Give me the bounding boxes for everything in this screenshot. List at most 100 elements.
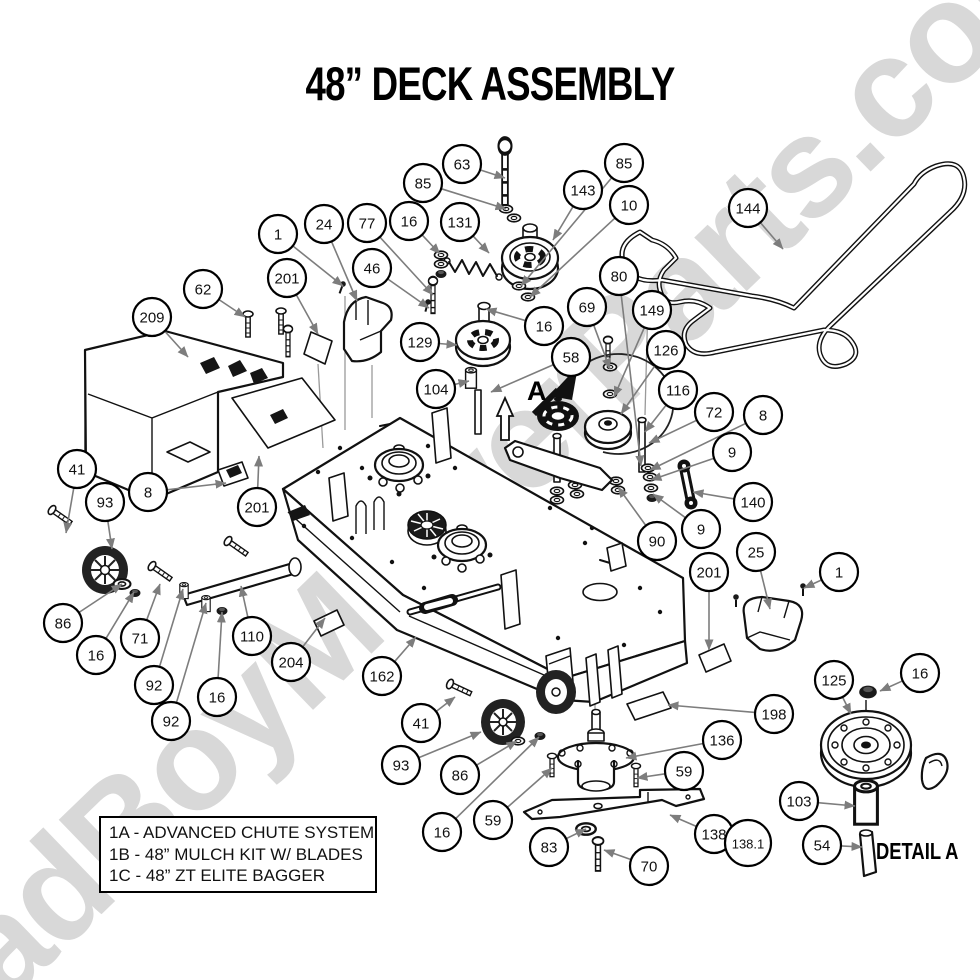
svg-text:140: 140	[740, 495, 765, 512]
svg-text:71: 71	[132, 631, 149, 648]
callout-198: 198	[753, 693, 795, 735]
leader-line-204	[301, 617, 326, 648]
leader-line-63	[479, 169, 506, 180]
leader-line-46	[387, 278, 430, 309]
callout-85: 85	[603, 142, 645, 184]
leader-line-125	[841, 696, 852, 715]
leader-line-24	[330, 241, 358, 302]
callout-25: 25	[735, 531, 777, 573]
leader-line-116	[644, 404, 667, 433]
callout-138: 138	[693, 813, 735, 855]
svg-text:138: 138	[701, 827, 726, 844]
svg-text:59: 59	[676, 764, 693, 781]
leader-line-16	[216, 611, 226, 679]
callout-70: 70	[628, 845, 670, 887]
svg-text:46: 46	[364, 261, 381, 278]
detail-a-assembly	[819, 685, 949, 878]
callout-41: 41	[56, 448, 98, 490]
svg-text:1: 1	[835, 565, 843, 582]
leader-line-92	[175, 602, 208, 704]
callout-116: 116	[657, 369, 699, 411]
callout-86: 86	[42, 602, 84, 644]
callout-54: 54	[801, 824, 843, 866]
svg-text:131: 131	[447, 215, 472, 232]
leader-line-129	[438, 339, 458, 349]
callout-63: 63	[441, 143, 483, 185]
svg-text:59: 59	[485, 813, 502, 830]
callout-104: 104	[415, 368, 457, 410]
chute-mount-plate	[231, 307, 336, 449]
svg-text:86: 86	[55, 616, 72, 633]
callout-9: 9	[711, 431, 753, 473]
callout-209: 209	[131, 296, 173, 338]
spindle-pulley-left	[367, 444, 431, 497]
callout-136: 136	[701, 719, 743, 761]
svg-text:92: 92	[146, 678, 163, 695]
svg-text:8: 8	[144, 485, 152, 502]
leader-line-16	[105, 591, 135, 640]
svg-text:201: 201	[274, 271, 299, 288]
leader-line-1	[803, 579, 823, 589]
spindle-assembly	[546, 708, 642, 792]
svg-text:24: 24	[316, 217, 333, 234]
svg-text:143: 143	[570, 183, 595, 200]
callout-80: 80	[598, 255, 640, 297]
callout-16: 16	[75, 634, 117, 676]
clutch-pulley	[499, 138, 560, 302]
svg-text:41: 41	[413, 716, 430, 733]
leader-line-16	[485, 307, 527, 322]
callout-16: 16	[899, 652, 941, 694]
svg-text:116: 116	[666, 383, 690, 400]
svg-text:8: 8	[759, 408, 767, 425]
callout-1: 1	[257, 213, 299, 255]
belt-cover	[732, 582, 807, 652]
callout-83: 83	[528, 826, 570, 868]
svg-text:62: 62	[195, 282, 212, 299]
leader-lines	[63, 169, 904, 861]
svg-text:198: 198	[761, 707, 786, 724]
svg-text:9: 9	[728, 445, 736, 462]
svg-text:9: 9	[697, 522, 705, 539]
svg-text:110: 110	[240, 629, 264, 646]
callout-92: 92	[133, 664, 175, 706]
leader-line-83	[565, 828, 587, 840]
svg-text:93: 93	[97, 495, 114, 512]
leader-line-103	[817, 800, 856, 810]
callout-69: 69	[566, 286, 608, 328]
leader-line-110	[238, 585, 249, 618]
callout-9: 9	[680, 508, 722, 550]
detail-a-label: DETAIL A	[876, 838, 959, 864]
callout-16: 16	[421, 811, 463, 853]
leader-line-209	[164, 330, 189, 358]
view-a-label: A	[527, 376, 547, 406]
callout-72: 72	[693, 391, 735, 433]
leader-line-70	[603, 849, 632, 861]
leader-line-69	[592, 324, 611, 370]
svg-text:85: 85	[616, 156, 633, 173]
gauge-wheel-arm	[145, 534, 302, 615]
leader-line-144	[759, 221, 784, 250]
callout-16: 16	[196, 676, 238, 718]
svg-text:16: 16	[401, 214, 418, 231]
legend-line-1a: 1A - ADVANCED CHUTE SYSTEM	[109, 823, 375, 842]
deck-wheel-left	[45, 503, 141, 597]
leader-line-92	[158, 588, 185, 668]
leader-line-59	[506, 767, 553, 809]
svg-text:103: 103	[786, 794, 811, 811]
legend-box: 1A - ADVANCED CHUTE SYSTEM 1B - 48” MULC…	[99, 816, 377, 893]
svg-text:126: 126	[653, 343, 678, 360]
deck-lift-link	[406, 583, 502, 616]
callout-59: 59	[663, 750, 705, 792]
svg-text:86: 86	[452, 768, 469, 785]
svg-text:80: 80	[611, 269, 628, 286]
mower-blade	[522, 787, 706, 872]
callout-59: 59	[472, 799, 514, 841]
leader-line-8	[649, 422, 747, 471]
leader-line-93	[418, 731, 482, 759]
callout-46: 46	[351, 247, 393, 289]
callout-8: 8	[127, 471, 169, 513]
leader-line-72	[648, 419, 698, 444]
svg-text:85: 85	[415, 176, 432, 193]
